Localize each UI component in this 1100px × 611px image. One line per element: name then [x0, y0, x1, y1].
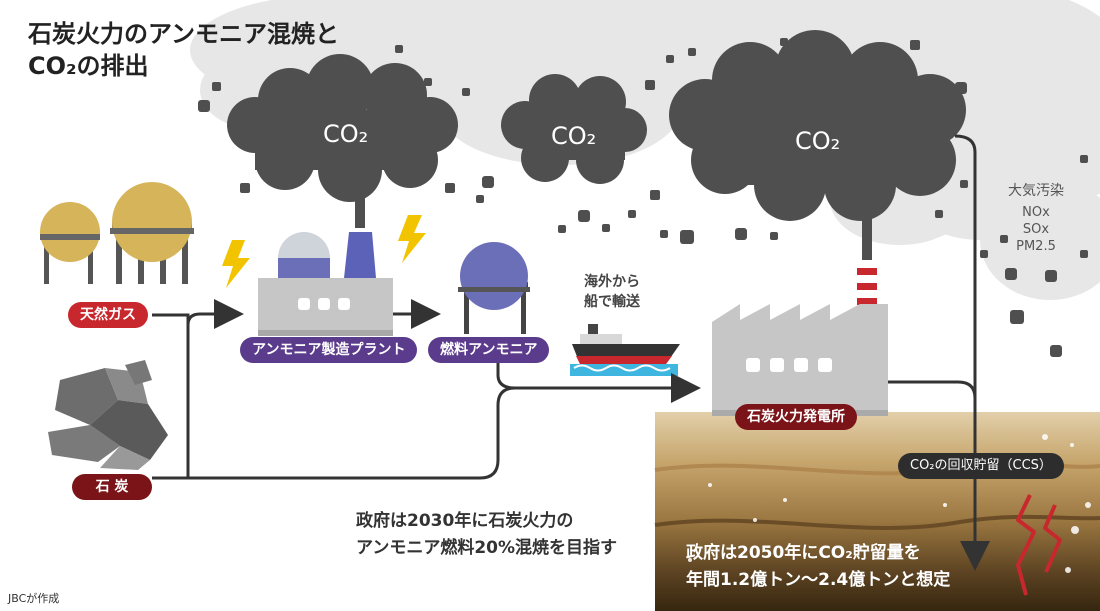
ammonia-tank-icon: [458, 242, 530, 334]
government-2050-note: 政府は2050年にCO₂貯留量を 年間1.2億トン～2.4億トンと想定: [686, 540, 950, 594]
note-2030-line-2: アンモニア燃料20%混焼を目指す: [356, 538, 618, 558]
pollutant-pm25: PM2.5: [1016, 239, 1056, 254]
co2-cloud-right: [669, 30, 966, 260]
air-pollution-title: 大気汚染: [1008, 183, 1064, 199]
pollutant-nox: NOx: [1022, 205, 1050, 220]
shipping-line-2: 船で輸送: [584, 294, 640, 310]
title-line-1: 石炭火力のアンモニア混焼と: [28, 20, 340, 48]
pollutant-sox: SOx: [1022, 222, 1050, 237]
co2-label-left: CO₂: [323, 120, 369, 148]
underground-soil: [654, 412, 1100, 611]
co2-label-right: CO₂: [795, 127, 841, 155]
power-plant-label: 石炭火力発電所: [735, 404, 857, 430]
ammonia-plant-label: アンモニア製造プラント: [240, 337, 418, 363]
flow-lines: [152, 134, 990, 571]
power-plant-icon: [712, 262, 888, 416]
lightning-icon: [222, 215, 426, 288]
note-2030-line-1: 政府は2030年に石炭火力の: [356, 511, 574, 531]
co2-label-middle: CO₂: [551, 122, 597, 150]
ship-icon: [570, 324, 680, 376]
source-credit: JBCが作成: [8, 592, 60, 605]
ammonia-plant-icon: [258, 232, 393, 336]
coal-label: 石 炭: [72, 474, 152, 500]
air-pollution-block: 大気汚染 NOx SOx PM2.5: [1008, 183, 1064, 255]
title-line-2: CO₂の排出: [28, 52, 149, 80]
diagram-title: 石炭火力のアンモニア混焼と CO₂の排出: [28, 18, 339, 82]
gas-tank-icon: [40, 182, 194, 284]
heat-icon: [1016, 494, 1062, 596]
coal-icon: [48, 360, 168, 470]
ccs-label: CO₂の回収貯留（CCS）: [898, 453, 1064, 479]
note-2050-line-1: 政府は2050年にCO₂貯留量を: [686, 543, 921, 563]
natural-gas-label: 天然ガス: [68, 302, 148, 328]
smoke-particles: [198, 38, 1088, 357]
co2-cloud-left: [227, 54, 458, 228]
fuel-ammonia-label: 燃料アンモニア: [428, 337, 550, 363]
co2-cloud-middle: [501, 74, 647, 184]
shipping-note: 海外から 船で輸送: [584, 272, 640, 312]
shipping-line-1: 海外から: [584, 274, 640, 290]
note-2050-line-2: 年間1.2億トン～2.4億トンと想定: [686, 570, 951, 590]
government-2030-note: 政府は2030年に石炭火力の アンモニア燃料20%混焼を目指す: [356, 508, 617, 562]
